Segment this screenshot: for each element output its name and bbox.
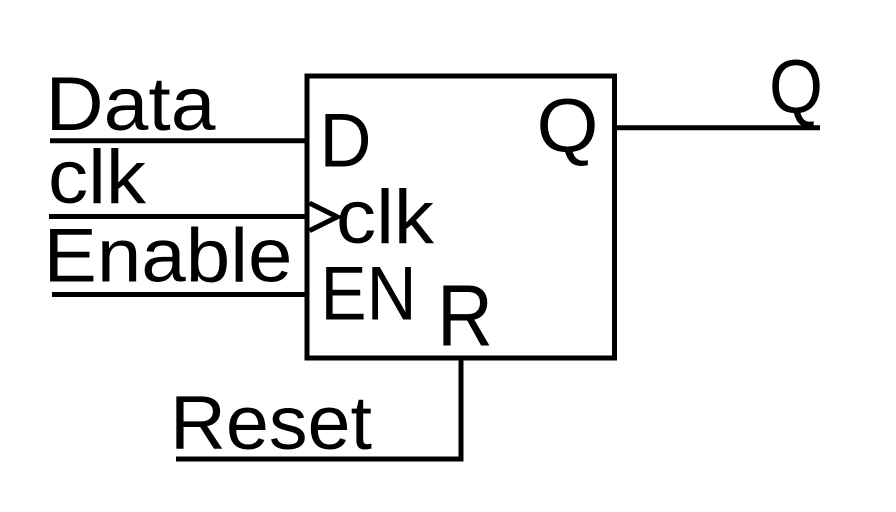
svg-text:D: D	[320, 99, 372, 184]
svg-text:Reset: Reset	[170, 381, 372, 466]
svg-text:clk: clk	[336, 175, 435, 260]
svg-text:clk: clk	[48, 135, 147, 220]
svg-text:Enable: Enable	[44, 213, 293, 298]
svg-text:Q: Q	[769, 45, 823, 130]
svg-text:R: R	[437, 268, 493, 365]
svg-text:EN: EN	[321, 251, 417, 336]
svg-text:Data: Data	[46, 62, 217, 147]
svg-text:Q: Q	[537, 84, 599, 169]
